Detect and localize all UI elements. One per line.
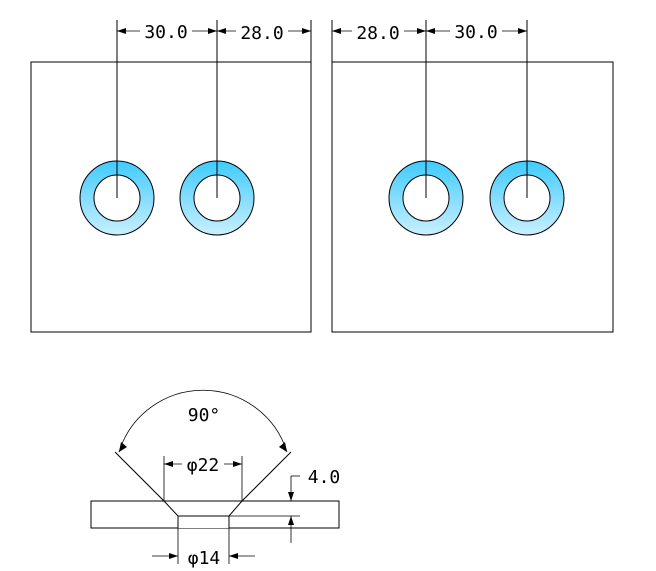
- left-plate: [30, 61, 312, 333]
- text-mask: [180, 402, 228, 426]
- dimension-right-plate-30: 30.0: [426, 20, 527, 43]
- arrowhead: [288, 492, 294, 501]
- angle-text: 90°: [188, 405, 221, 426]
- arrowhead: [417, 28, 426, 34]
- dimension-text: 30.0: [454, 22, 497, 43]
- text-mask: [450, 20, 502, 42]
- text-mask: [182, 452, 224, 474]
- right-plate: [331, 61, 614, 333]
- arrowhead: [518, 28, 527, 34]
- arrowhead: [208, 28, 217, 34]
- text-mask: [140, 20, 192, 42]
- dimension-text: 28.0: [240, 23, 283, 44]
- arrowhead: [279, 442, 287, 452]
- arrowhead: [426, 28, 435, 34]
- arrowhead: [164, 461, 173, 467]
- angle-extension-line: [241, 451, 292, 502]
- angle-arc: [118, 389, 288, 453]
- dimension-right-plate-28: 28.0: [332, 20, 426, 44]
- left-plate-view: 30.0 28.0: [30, 20, 312, 333]
- arrowhead: [233, 461, 242, 467]
- arrowhead: [229, 553, 238, 559]
- dimension-text: 30.0: [144, 22, 187, 43]
- dimension-text: 28.0: [356, 23, 399, 44]
- arrowhead: [288, 516, 294, 525]
- angle-extension-line: [114, 451, 165, 502]
- arrowhead: [119, 442, 127, 452]
- text-mask: [236, 20, 288, 42]
- through-bore: [178, 516, 229, 528]
- countersink-cone: [162, 500, 244, 517]
- arrowhead: [117, 28, 126, 34]
- arrowhead: [217, 28, 226, 34]
- right-plate-view: 28.0 30.0: [331, 20, 614, 333]
- diameter-text-top: φ22: [187, 455, 220, 476]
- dimension-left-plate-28: 28.0: [217, 20, 311, 44]
- arrowhead: [302, 28, 311, 34]
- dimension-left-plate-30: 30.0: [117, 20, 217, 43]
- depth-text: 4.0: [308, 467, 341, 488]
- arrowhead: [332, 28, 341, 34]
- countersink-section-view: 90° φ22 4.0 φ14: [90, 389, 341, 569]
- diameter-text-bottom: φ14: [188, 548, 221, 569]
- text-mask: [352, 20, 404, 42]
- arrowhead: [169, 553, 178, 559]
